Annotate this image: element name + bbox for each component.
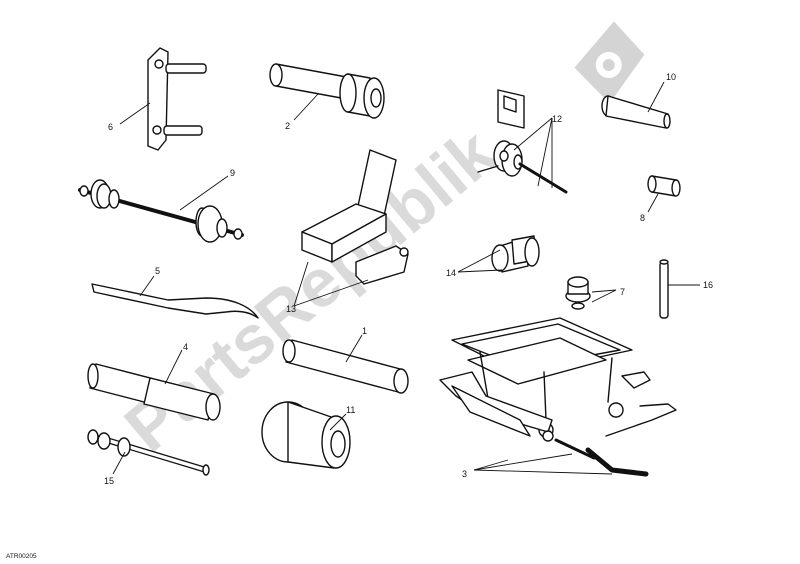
- callout-16: 16: [703, 280, 713, 290]
- leader-3c: [473, 469, 613, 475]
- part-3-stand-assembly: [439, 317, 677, 477]
- callout-14: 14: [446, 268, 456, 278]
- callout-15: 15: [104, 476, 114, 486]
- drawing-code: ATR00205: [6, 553, 37, 560]
- callout-5: 5: [155, 266, 160, 276]
- leader-3b: [473, 453, 573, 471]
- part-11-flanged-tool: [261, 401, 351, 469]
- part-4-drift: [87, 363, 221, 421]
- leader-8: [647, 193, 659, 213]
- callout-10: 10: [666, 72, 676, 82]
- part-16-pin: [659, 259, 669, 319]
- leader-14a: [457, 249, 501, 273]
- part-5-hook-spanner: [91, 283, 259, 319]
- callout-13: 13: [286, 304, 296, 314]
- leader-10: [647, 81, 665, 113]
- leader-5: [139, 275, 155, 297]
- part-12-puller-set: [477, 89, 568, 194]
- callout-12: 12: [552, 114, 562, 124]
- part-2-sleeve: [269, 63, 385, 119]
- leader-6: [119, 102, 151, 125]
- part-8-bush: [647, 175, 681, 197]
- leader-4: [164, 349, 183, 385]
- leader-15: [112, 451, 126, 475]
- leader-3a: [473, 459, 509, 471]
- part-14-split-bush: [491, 235, 540, 273]
- callout-3: 3: [462, 469, 467, 479]
- leader-1: [345, 334, 363, 363]
- callout-2: 2: [285, 121, 290, 131]
- part-10-pin: [601, 95, 671, 129]
- leader-9: [179, 175, 229, 211]
- callout-9: 9: [230, 168, 235, 178]
- gear-flag-logo-icon: [574, 21, 645, 104]
- leader-13a: [293, 261, 309, 307]
- callout-1: 1: [362, 326, 367, 336]
- part-7-cap: [565, 276, 591, 310]
- leader-7b: [591, 289, 617, 303]
- leader-12a: [513, 117, 553, 151]
- part-13-tool-box: [301, 149, 409, 285]
- leader-11: [329, 413, 347, 431]
- leader-14b: [457, 269, 503, 273]
- callout-8: 8: [640, 213, 645, 223]
- callout-6: 6: [108, 122, 113, 132]
- callout-7: 7: [620, 287, 625, 297]
- part-1-tube: [282, 339, 409, 394]
- leader-12b: [537, 117, 553, 187]
- part-15-pin-tool: [87, 429, 210, 476]
- part-9-puller-bolt: [78, 179, 244, 243]
- callout-4: 4: [183, 342, 188, 352]
- leader-13b: [293, 279, 369, 307]
- leader-7a: [591, 289, 617, 293]
- leader-2: [293, 93, 319, 121]
- part-6-bracket: [147, 47, 207, 151]
- callout-11: 11: [346, 405, 355, 415]
